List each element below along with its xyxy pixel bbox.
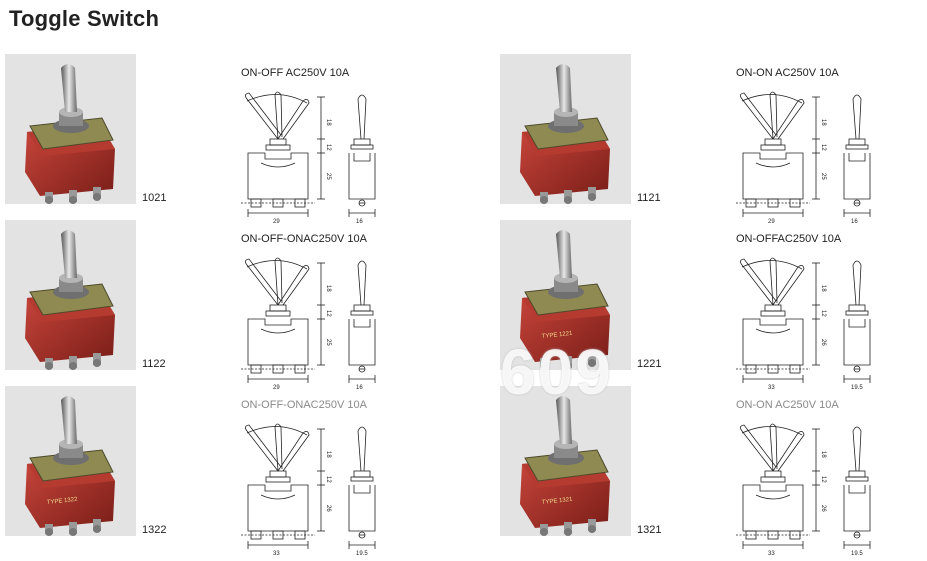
body-label-text: TYPE 1321 <box>542 497 574 506</box>
model-number: 1121 <box>637 192 661 204</box>
product-item: 1021 ON-OFF AC250V 10A <box>5 54 465 225</box>
dim-body-height: 26 <box>820 505 826 512</box>
model-number: 1321 <box>637 524 662 536</box>
dim-width: 33 <box>768 385 775 391</box>
dim-width: 29 <box>273 219 280 225</box>
body-label-text: TYPE 1221 <box>542 331 574 340</box>
dim-nut-height: 12 <box>820 310 826 317</box>
dim-nut-height: 12 <box>325 144 331 151</box>
dim-lever-height: 18 <box>325 285 331 292</box>
toggle-switch-photo-icon: TYPE 1221 <box>520 230 610 370</box>
product-item: TYPE 1321 1321 ON-ON AC250V 10A <box>500 386 927 557</box>
toggle-switch-photo-icon <box>520 64 610 204</box>
dim-side-width: 19.5 <box>851 551 863 557</box>
dimension-drawing: 18 12 26 33 19.5 <box>736 423 871 557</box>
spec-label: ON-ON AC250V 10A <box>736 67 839 79</box>
dim-nut-height: 12 <box>820 144 826 151</box>
spec-label: ON-OFF-ONAC250V 10A <box>241 399 367 411</box>
dim-lever-height: 18 <box>325 119 331 126</box>
spec-label: ON-OFFAC250V 10A <box>736 233 842 245</box>
dim-body-height: 26 <box>325 505 331 512</box>
product-photo: TYPE 1322 <box>5 386 136 536</box>
product-item: 1122 ON-OFF-ONAC250V 10A <box>5 220 465 391</box>
dim-side-width: 16 <box>851 219 858 225</box>
dim-lever-height: 18 <box>820 119 826 126</box>
toggle-switch-photo-icon <box>25 230 115 370</box>
dim-width: 29 <box>273 385 280 391</box>
model-number: 1322 <box>142 524 167 536</box>
dim-body-height: 25 <box>820 173 826 180</box>
dimension-drawing: 18 12 26 33 19.5 <box>736 257 871 391</box>
spec-label: ON-ON AC250V 10A <box>736 399 839 411</box>
dimension-drawing: 18 12 25 29 16 <box>736 91 871 225</box>
dim-side-width: 19.5 <box>851 385 863 391</box>
product-photo <box>500 54 631 204</box>
product-item: TYPE 1221 1221 ON-OFFAC250V 10A <box>500 220 927 391</box>
dim-body-height: 25 <box>325 339 331 346</box>
product-item: TYPE 1322 1322 ON-OFF-ONAC250V 10A <box>5 386 465 557</box>
dim-nut-height: 12 <box>325 310 331 317</box>
toggle-switch-photo-icon: TYPE 1322 <box>25 396 115 536</box>
dimension-drawing: 18 12 25 29 16 <box>241 91 376 225</box>
dim-side-width: 19.5 <box>356 551 368 557</box>
spec-label: ON-OFF-ONAC250V 10A <box>241 233 367 245</box>
model-number: 1122 <box>142 358 166 370</box>
dim-lever-height: 18 <box>820 285 826 292</box>
toggle-switch-photo-icon: TYPE 1321 <box>520 396 610 536</box>
product-item: 1121 ON-ON AC250V 10A <box>500 54 927 225</box>
watermark-text: 609 <box>500 336 613 408</box>
spec-label: ON-OFF AC250V 10A <box>241 67 350 79</box>
model-number: 1021 <box>142 192 167 204</box>
page-title: Toggle Switch <box>9 6 160 31</box>
dim-width: 33 <box>273 551 280 557</box>
dimension-drawing: 18 12 26 33 19.5 <box>241 423 376 557</box>
dim-lever-height: 18 <box>820 451 826 458</box>
dim-width: 33 <box>768 551 775 557</box>
dim-nut-height: 12 <box>325 476 331 483</box>
product-photo <box>5 54 136 204</box>
dim-side-width: 16 <box>356 219 363 225</box>
product-photo: TYPE 1221 <box>500 220 631 370</box>
dim-width: 29 <box>768 219 775 225</box>
dim-lever-height: 18 <box>325 451 331 458</box>
body-label-text: TYPE 1322 <box>47 497 79 506</box>
product-photo <box>5 220 136 370</box>
model-number: 1221 <box>637 358 662 370</box>
dim-nut-height: 12 <box>820 476 826 483</box>
dimension-drawing: 18 12 25 29 16 <box>241 257 376 391</box>
product-photo: TYPE 1321 <box>500 386 631 536</box>
toggle-switch-photo-icon <box>25 64 115 204</box>
dim-body-height: 25 <box>325 173 331 180</box>
dim-side-width: 16 <box>356 385 363 391</box>
dim-body-height: 26 <box>820 339 826 346</box>
